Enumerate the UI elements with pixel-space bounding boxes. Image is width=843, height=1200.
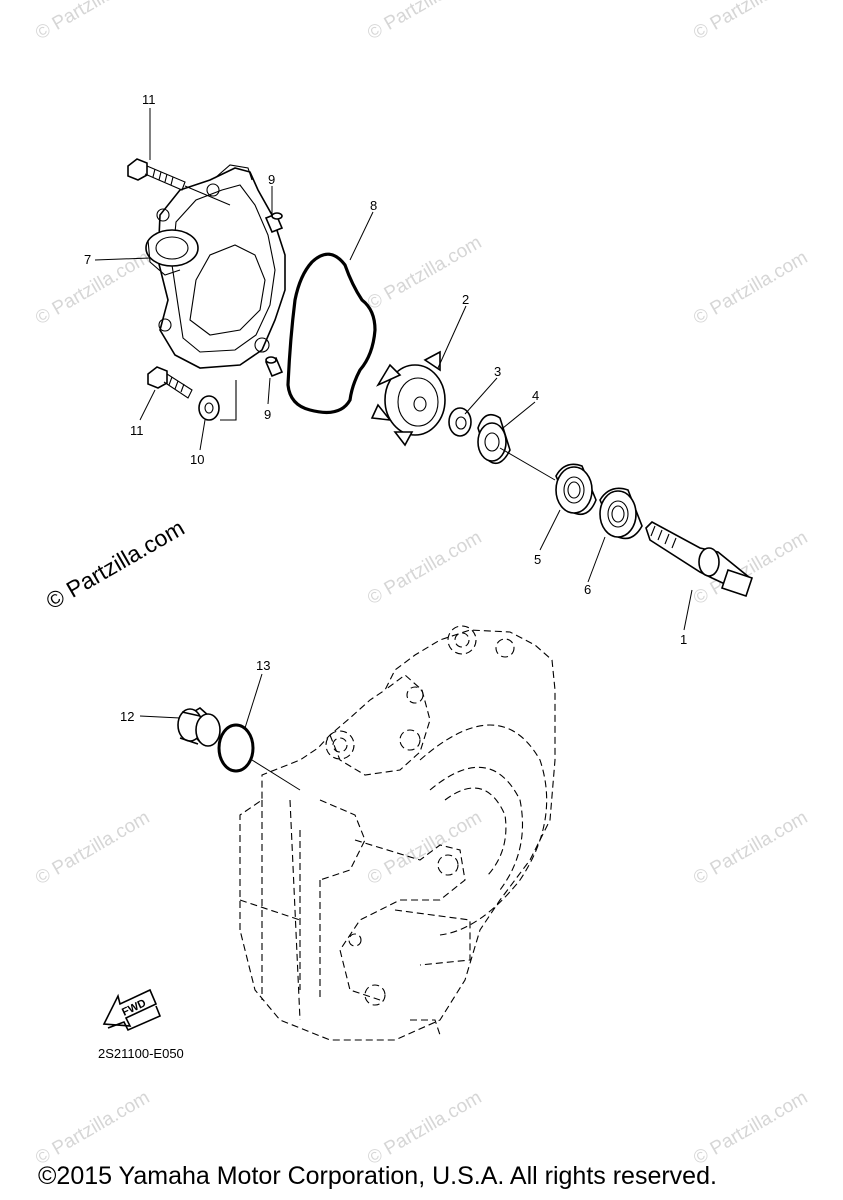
callout-13: 13 — [256, 658, 270, 673]
fwd-arrow-icon: FWD — [102, 988, 162, 1032]
callout-7: 7 — [84, 252, 91, 267]
crankcase-outline — [239, 625, 556, 1041]
mechanical-seal-part-4 — [477, 413, 511, 465]
watermark: © Partzilla.com — [32, 807, 153, 889]
watermark: © Partzilla.com — [32, 247, 153, 329]
water-pump-housing-part-7 — [145, 164, 286, 421]
copyright-notice: ©2015 Yamaha Motor Corporation, U.S.A. A… — [38, 1162, 717, 1190]
callout-2: 2 — [462, 292, 469, 307]
watermark: © Partzilla.com — [32, 0, 153, 44]
impeller-part-2 — [370, 350, 446, 447]
bearing-part-5 — [555, 463, 597, 516]
callout-3: 3 — [494, 364, 501, 379]
washer-part-10 — [198, 395, 220, 421]
watermark-main: © Partzilla.com — [42, 514, 189, 614]
watermark: © Partzilla.com — [690, 807, 811, 889]
impeller-shaft-part-1 — [645, 521, 754, 598]
callout-9: 9 — [268, 172, 275, 187]
watermark: © Partzilla.com — [364, 1087, 485, 1169]
oil-seal-part-3 — [448, 407, 472, 437]
callout-11: 11 — [142, 92, 156, 107]
fwd-label: FWD — [120, 997, 148, 1018]
watermark: © Partzilla.com — [690, 247, 811, 329]
o-ring-part-8 — [286, 252, 377, 414]
callout-12: 12 — [120, 709, 134, 724]
callout-8: 8 — [370, 198, 377, 213]
callout-4: 4 — [532, 388, 539, 403]
watermark: © Partzilla.com — [364, 527, 485, 609]
callout-numbers: 1 2 3 4 5 6 7 8 9 9 10 11 11 12 13 — [84, 92, 687, 724]
watermark: © Partzilla.com — [364, 0, 485, 44]
watermark: © Partzilla.com — [690, 0, 811, 44]
watermark: © Partzilla.com — [32, 1087, 153, 1169]
callout-5: 5 — [534, 552, 541, 567]
callout-9: 9 — [264, 407, 271, 422]
callout-6: 6 — [584, 582, 591, 597]
diagram-code: 2S21100-E050 — [98, 1046, 184, 1061]
watermark: © Partzilla.com — [690, 1087, 811, 1169]
o-ring-part-13 — [217, 723, 255, 773]
flange-bolt-part-11-upper — [127, 158, 231, 206]
callout-11: 11 — [130, 423, 144, 438]
dowel-pin-part-9-upper — [264, 212, 284, 234]
callout-10: 10 — [190, 452, 204, 467]
callout-leaders — [94, 108, 693, 729]
callout-1: 1 — [680, 632, 687, 647]
flange-bolt-part-11-lower — [147, 366, 193, 399]
collar-part-12 — [177, 707, 221, 747]
dowel-pin-part-9-lower — [264, 356, 284, 378]
bearing-part-6 — [599, 487, 643, 540]
